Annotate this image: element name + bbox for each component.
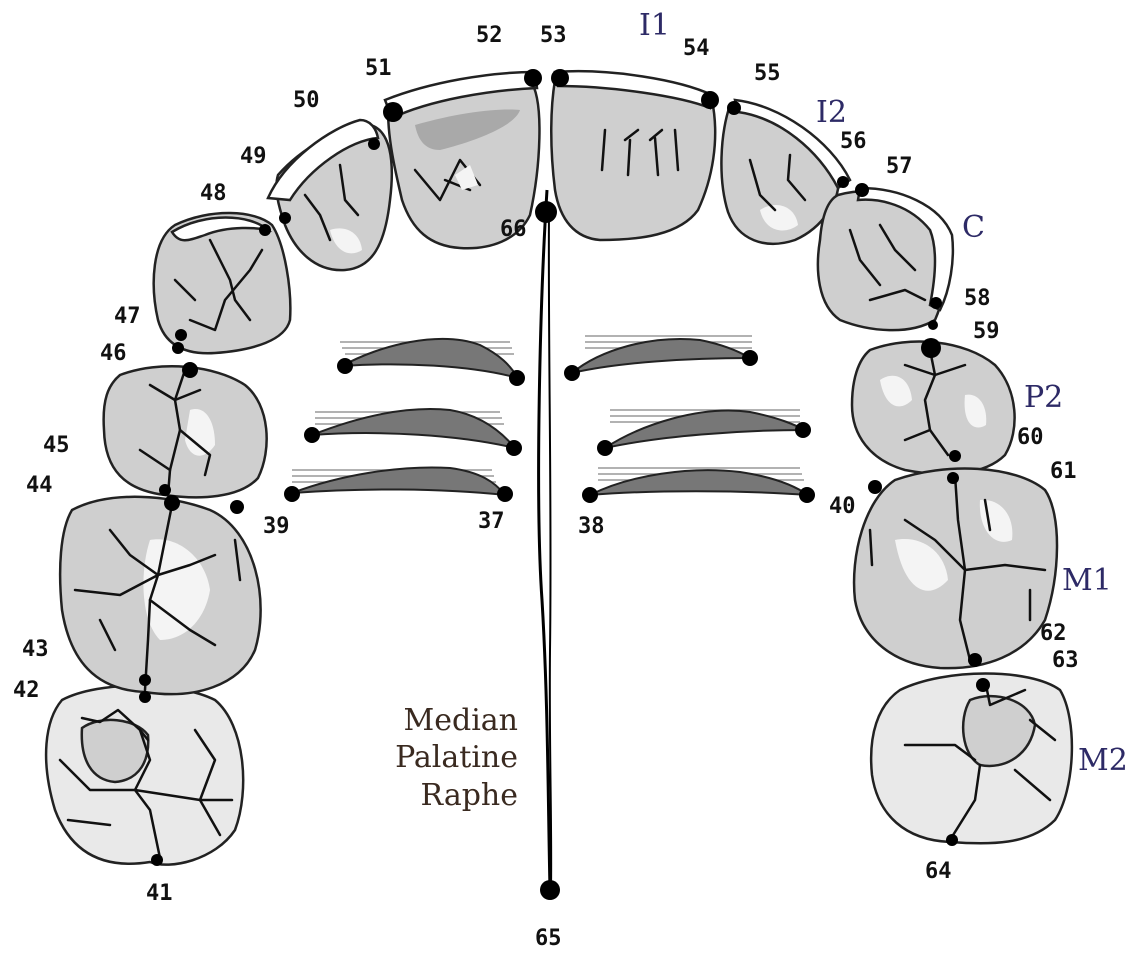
dot-44 [164, 495, 180, 511]
landmark-41: 41 [146, 881, 173, 906]
dot-42 [139, 691, 151, 703]
dot-ruga-r3-end [799, 487, 815, 503]
raphe-label-line3: Raphe [421, 778, 518, 813]
ruga-right-1 [572, 336, 752, 373]
ruga-left-1 [340, 339, 518, 378]
dot-65 [540, 880, 560, 900]
dot-46 [182, 362, 198, 378]
landmark-52: 52 [476, 23, 503, 48]
dot-39-ruga [337, 358, 353, 374]
label-p2: P2 [1024, 380, 1063, 415]
raphe-label-line2: Palatine [395, 740, 518, 775]
dot-52 [524, 69, 542, 87]
landmark-51: 51 [365, 56, 392, 81]
ruga-left-3 [292, 467, 505, 495]
dot-40 [868, 480, 882, 494]
dot-ruga-l1-end [509, 370, 525, 386]
dot-55 [727, 101, 741, 115]
dot-56 [837, 176, 849, 188]
label-m1: M1 [1062, 563, 1112, 598]
landmark-37: 37 [478, 509, 505, 534]
landmark-61: 61 [1050, 459, 1077, 484]
landmark-60: 60 [1017, 425, 1044, 450]
landmark-47: 47 [114, 304, 141, 329]
dot-49 [279, 212, 291, 224]
landmark-58: 58 [964, 286, 991, 311]
landmark-46: 46 [100, 341, 127, 366]
landmark-59: 59 [973, 319, 1000, 344]
tooth-left-m1 [60, 497, 260, 694]
dot-41 [151, 854, 163, 866]
dot-47 [175, 329, 187, 341]
landmark-62: 62 [1040, 621, 1067, 646]
landmark-48: 48 [200, 181, 227, 206]
dot-58 [930, 297, 942, 309]
dot-38 [582, 487, 598, 503]
dot-37 [497, 486, 513, 502]
landmark-49: 49 [240, 144, 267, 169]
landmark-64: 64 [925, 859, 952, 884]
landmark-38: 38 [578, 514, 605, 539]
dot-48 [259, 224, 271, 236]
landmark-55: 55 [754, 61, 781, 86]
dot-47b [172, 342, 184, 354]
dot-50 [368, 138, 380, 150]
raphe-label: Median Palatine Raphe [395, 703, 518, 813]
dot-57 [855, 183, 869, 197]
landmark-50: 50 [293, 88, 320, 113]
landmark-65: 65 [535, 926, 562, 951]
ruga-left-2 [312, 409, 515, 448]
dot-43 [139, 674, 151, 686]
dot-unlabeled-left [230, 500, 244, 514]
label-m2: M2 [1078, 743, 1128, 778]
dot-53 [551, 69, 569, 87]
ruga-right-3 [590, 468, 808, 495]
tooth-left-m2 [46, 686, 243, 865]
tooth-right-m1 [854, 469, 1057, 669]
dot-63 [976, 678, 990, 692]
dot-58b [928, 320, 938, 330]
dot-ruga-r1-end [742, 350, 758, 366]
label-i1: I1 [639, 8, 670, 43]
ruga-right-2 [605, 410, 805, 448]
landmark-45: 45 [43, 433, 70, 458]
dot-ruga-r2-start [597, 440, 613, 456]
landmark-66: 66 [500, 217, 527, 242]
landmark-44: 44 [26, 473, 53, 498]
tooth-right-canine [818, 188, 953, 330]
landmark-39: 39 [263, 514, 290, 539]
tooth-right-m2 [871, 674, 1072, 844]
landmark-43: 43 [22, 637, 49, 662]
dot-60 [949, 450, 961, 462]
dot-61 [947, 472, 959, 484]
landmark-54: 54 [683, 36, 710, 61]
dot-66 [535, 201, 557, 223]
label-c: C [962, 210, 985, 245]
dot-64 [946, 834, 958, 846]
landmark-57: 57 [886, 154, 913, 179]
dot-ruga-l2-end [506, 440, 522, 456]
landmark-53: 53 [540, 23, 567, 48]
dot-62 [968, 653, 982, 667]
tooth-left-p2 [104, 366, 267, 497]
label-i2: I2 [816, 95, 847, 130]
dot-ruga-r1-start [564, 365, 580, 381]
tooth-right-i1 [551, 71, 715, 240]
dot-39 [284, 486, 300, 502]
landmark-56: 56 [840, 129, 867, 154]
landmark-42: 42 [13, 678, 40, 703]
dot-ruga-l2-start [304, 427, 320, 443]
dot-ruga-r2-end [795, 422, 811, 438]
landmark-63: 63 [1052, 648, 1079, 673]
dot-51 [383, 102, 403, 122]
landmark-40: 40 [829, 494, 856, 519]
dot-45 [159, 484, 171, 496]
tooth-left-premolar [154, 213, 291, 353]
raphe-label-line1: Median [404, 703, 518, 738]
tooth-right-p2 [852, 342, 1015, 475]
dot-54 [701, 91, 719, 109]
dot-59 [921, 338, 941, 358]
